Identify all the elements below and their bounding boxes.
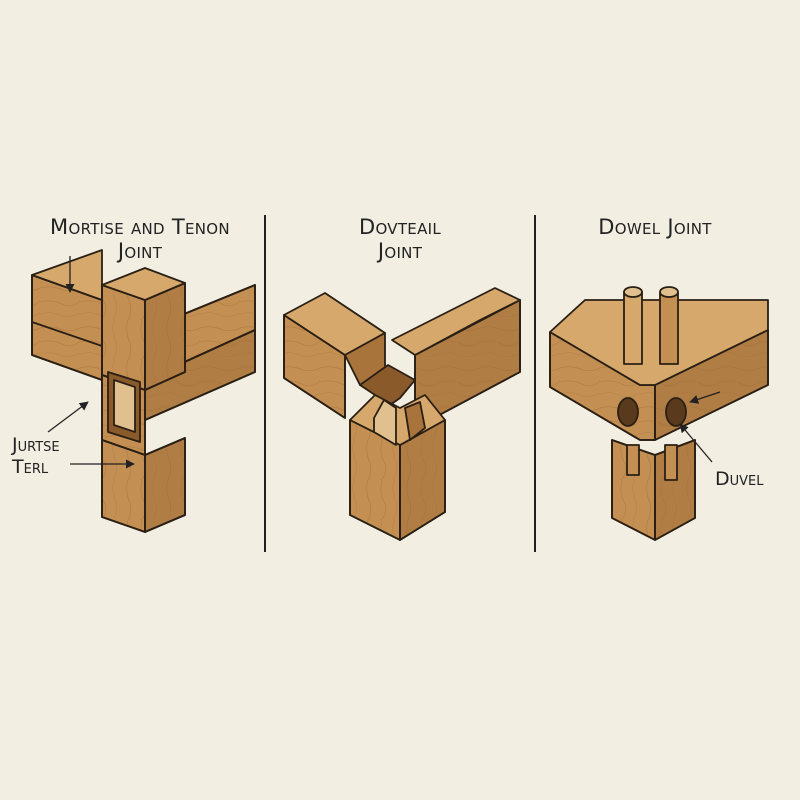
dovetail-illustration bbox=[283, 287, 521, 541]
arrow-dowel bbox=[679, 423, 713, 463]
dowel-title: Dowel Joint bbox=[598, 215, 712, 239]
dowel-label: Duvel bbox=[715, 468, 764, 490]
arrow-dowel-hole bbox=[689, 391, 721, 404]
dovetail-title: Dovteail Joint bbox=[358, 215, 442, 263]
dowel-illustration bbox=[549, 286, 769, 541]
arrow-mortise bbox=[47, 401, 89, 433]
mortise-tenon-illustration bbox=[31, 249, 256, 533]
mortise-tenon-title: Mortise and Tenon Joint bbox=[50, 215, 230, 263]
mortise-label: Jurtse Terl bbox=[12, 434, 60, 478]
